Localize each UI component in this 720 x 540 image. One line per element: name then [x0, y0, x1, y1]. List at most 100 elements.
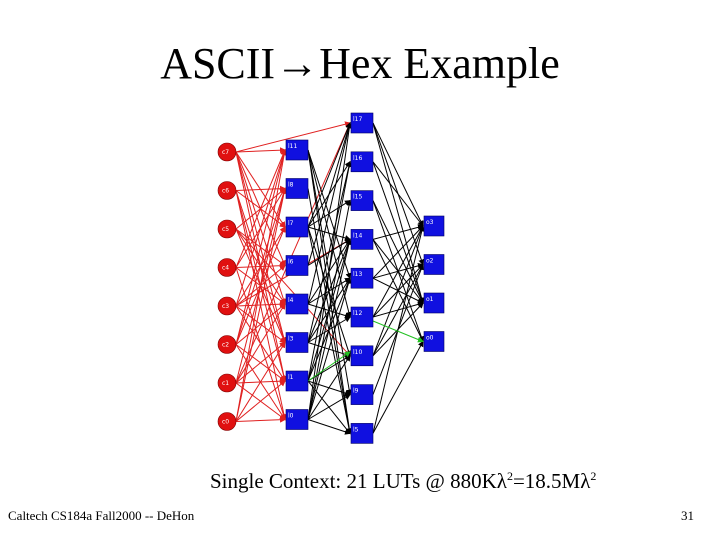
node-label: l8: [288, 182, 294, 189]
node-label: l4: [288, 297, 294, 304]
output-node-o1: [423, 292, 445, 314]
node-label: l9: [353, 388, 359, 395]
output-node-o2: [423, 254, 445, 275]
edge: [307, 419, 351, 435]
lut-node-l10: [350, 345, 374, 367]
input-node-c7: [217, 142, 237, 162]
node-label: o2: [426, 258, 434, 265]
lambda-symbol: λ: [580, 469, 591, 493]
edge: [307, 394, 351, 420]
node-label: c0: [222, 419, 229, 426]
edge: [235, 341, 286, 422]
node-label: l17: [353, 116, 362, 123]
edge: [235, 122, 351, 384]
edge: [307, 277, 352, 420]
edge: [307, 160, 352, 343]
lut-node-l0: [285, 409, 309, 430]
edge: [307, 238, 352, 420]
lut-node-l16: [350, 151, 374, 173]
node-layer: c7c6c5c4c3c2c1c0l11l8l7l6l4l3l1l0l17l16l…: [217, 112, 445, 444]
edge: [372, 225, 425, 356]
lut-node-l6: [285, 255, 309, 276]
node-label: l10: [353, 349, 362, 356]
edge: [307, 351, 351, 382]
edge: [372, 122, 424, 227]
node-label: c6: [222, 188, 229, 195]
node-label: c1: [222, 380, 229, 387]
input-node-c5: [217, 219, 237, 239]
edge: [235, 149, 287, 345]
node-label: l5: [353, 426, 359, 433]
node-label: c2: [222, 342, 229, 349]
slide-title: ASCII→Hex Example: [160, 39, 560, 88]
lut-node-l17: [350, 112, 374, 134]
edge: [307, 238, 351, 343]
lut-node-l3: [285, 332, 309, 353]
edge: [235, 149, 286, 268]
lut-node-l8: [285, 178, 309, 199]
node-label: l7: [288, 220, 294, 227]
lut-node-l14: [350, 229, 374, 250]
lut-node-l15: [350, 190, 374, 211]
node-label: c7: [222, 149, 229, 156]
edge: [372, 161, 424, 227]
input-node-c3: [217, 296, 237, 316]
lut-node-l12: [350, 306, 374, 328]
edge: [307, 122, 353, 420]
edge: [372, 224, 424, 240]
edge: [307, 354, 351, 420]
edge: [372, 225, 424, 279]
edge: [235, 303, 286, 345]
lut-node-l1: [285, 370, 309, 392]
node-label: l0: [288, 413, 294, 420]
page-number: 31: [681, 508, 694, 523]
edge: [372, 320, 424, 343]
edge: [235, 149, 287, 307]
edge: [372, 225, 425, 434]
edge: [235, 121, 351, 153]
node-label: o0: [426, 335, 434, 342]
lambda-symbol: λ: [496, 469, 507, 493]
edge: [235, 149, 288, 422]
lut-network-diagram: c7c6c5c4c3c2c1c0l11l8l7l6l4l3l1l0l17l16l…: [217, 112, 445, 444]
lut-node-l5: [350, 423, 374, 444]
output-node-o3: [423, 215, 445, 237]
edge: [372, 340, 424, 434]
input-node-c6: [217, 181, 237, 200]
node-label: o3: [426, 219, 434, 226]
node-label: l1: [288, 374, 294, 381]
edge-layer: [235, 121, 425, 435]
input-node-c1: [217, 373, 237, 393]
node-label: l6: [288, 259, 294, 266]
node-label: c4: [222, 265, 229, 272]
output-node-o0: [423, 331, 445, 352]
node-label: l11: [288, 143, 297, 150]
right-arrow-icon: →: [275, 39, 320, 88]
node-label: l12: [353, 310, 362, 317]
input-node-c2: [217, 335, 237, 354]
node-label: l14: [353, 232, 362, 239]
input-node-c0: [217, 412, 237, 431]
edge: [235, 187, 287, 345]
edge: [235, 187, 287, 422]
edge: [307, 122, 352, 305]
edge: [372, 263, 424, 357]
edge: [372, 225, 424, 318]
edge: [307, 199, 353, 420]
edge: [235, 416, 286, 423]
edge: [235, 185, 286, 192]
edge: [235, 228, 351, 357]
lut-node-l11: [285, 139, 309, 161]
edge: [307, 122, 352, 266]
node-label: l16: [353, 155, 362, 162]
node-label: o1: [426, 296, 434, 303]
edge: [307, 355, 351, 382]
lut-node-l13: [350, 267, 374, 289]
edge: [307, 122, 351, 228]
footer-course: Caltech CS184a Fall2000 -- DeHon: [8, 508, 195, 523]
node-label: c5: [222, 226, 229, 233]
lut-node-l9: [350, 384, 374, 405]
edge: [235, 341, 286, 384]
node-label: l15: [353, 194, 362, 201]
lut-node-l7: [285, 216, 309, 238]
